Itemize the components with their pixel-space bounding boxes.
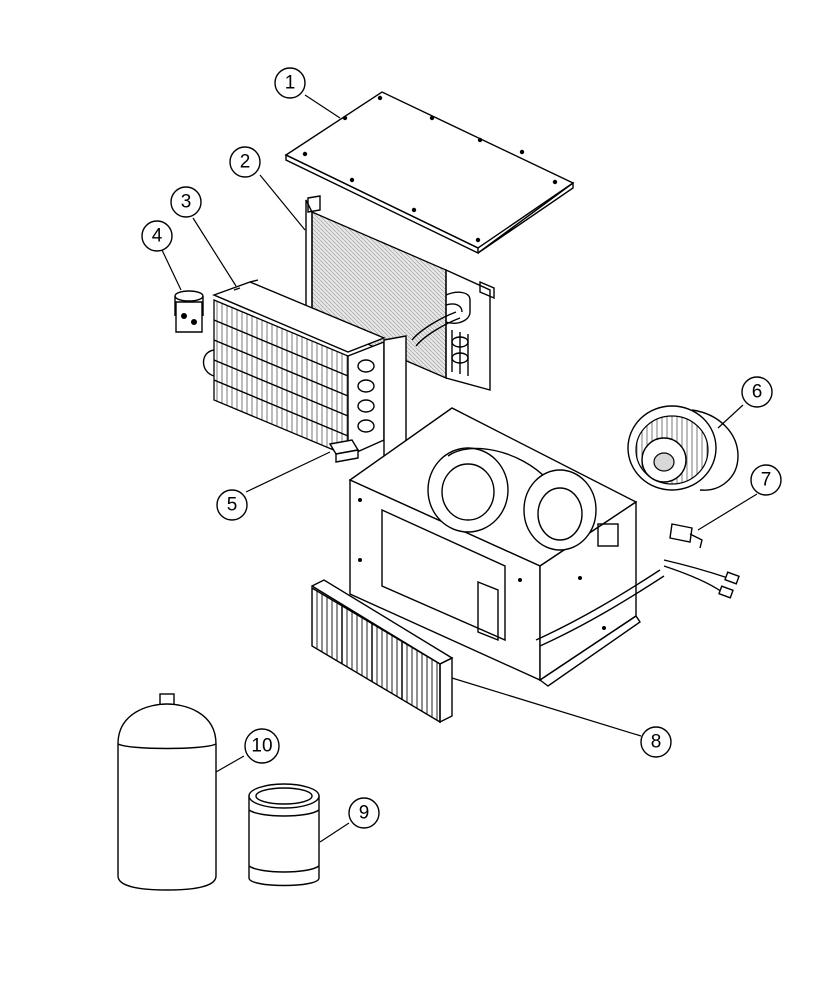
refrigerant-tank: [117, 693, 217, 891]
callout-5-label: 5: [227, 495, 238, 516]
callout-10: 10: [244, 728, 280, 764]
callout-4-label: 4: [152, 226, 163, 247]
callout-1-label: 1: [285, 73, 296, 94]
callout-8-label: 8: [651, 732, 662, 753]
callout-1: 1: [274, 67, 306, 99]
filter-drier-canister: [248, 783, 320, 887]
callout-9: 9: [348, 797, 380, 829]
mounting-bracket: [174, 290, 204, 333]
callout-4: 4: [141, 220, 173, 252]
callout-5: 5: [216, 489, 248, 521]
callout-6-label: 6: [752, 382, 763, 403]
callout-2: 2: [229, 146, 261, 178]
leader-lines: [161, 94, 758, 843]
callout-3-label: 3: [181, 192, 192, 213]
blower-housing: [348, 407, 665, 687]
blower-wheel: [627, 405, 739, 491]
callout-8: 8: [640, 726, 672, 758]
callout-7: 7: [750, 464, 782, 496]
callout-2-label: 2: [240, 152, 251, 173]
heater-coil: [202, 279, 407, 459]
callout-7-label: 7: [761, 470, 772, 491]
callout-3: 3: [170, 186, 202, 218]
callout-6: 6: [741, 376, 773, 408]
wire-connector: [663, 523, 740, 599]
top-cover-panel: [284, 91, 575, 255]
evaporator-coil: [305, 195, 495, 391]
thermostat-sensor: [328, 439, 360, 463]
callout-10-label: 10: [251, 736, 272, 757]
callout-9-label: 9: [359, 803, 370, 824]
return-air-filter: [310, 579, 454, 724]
